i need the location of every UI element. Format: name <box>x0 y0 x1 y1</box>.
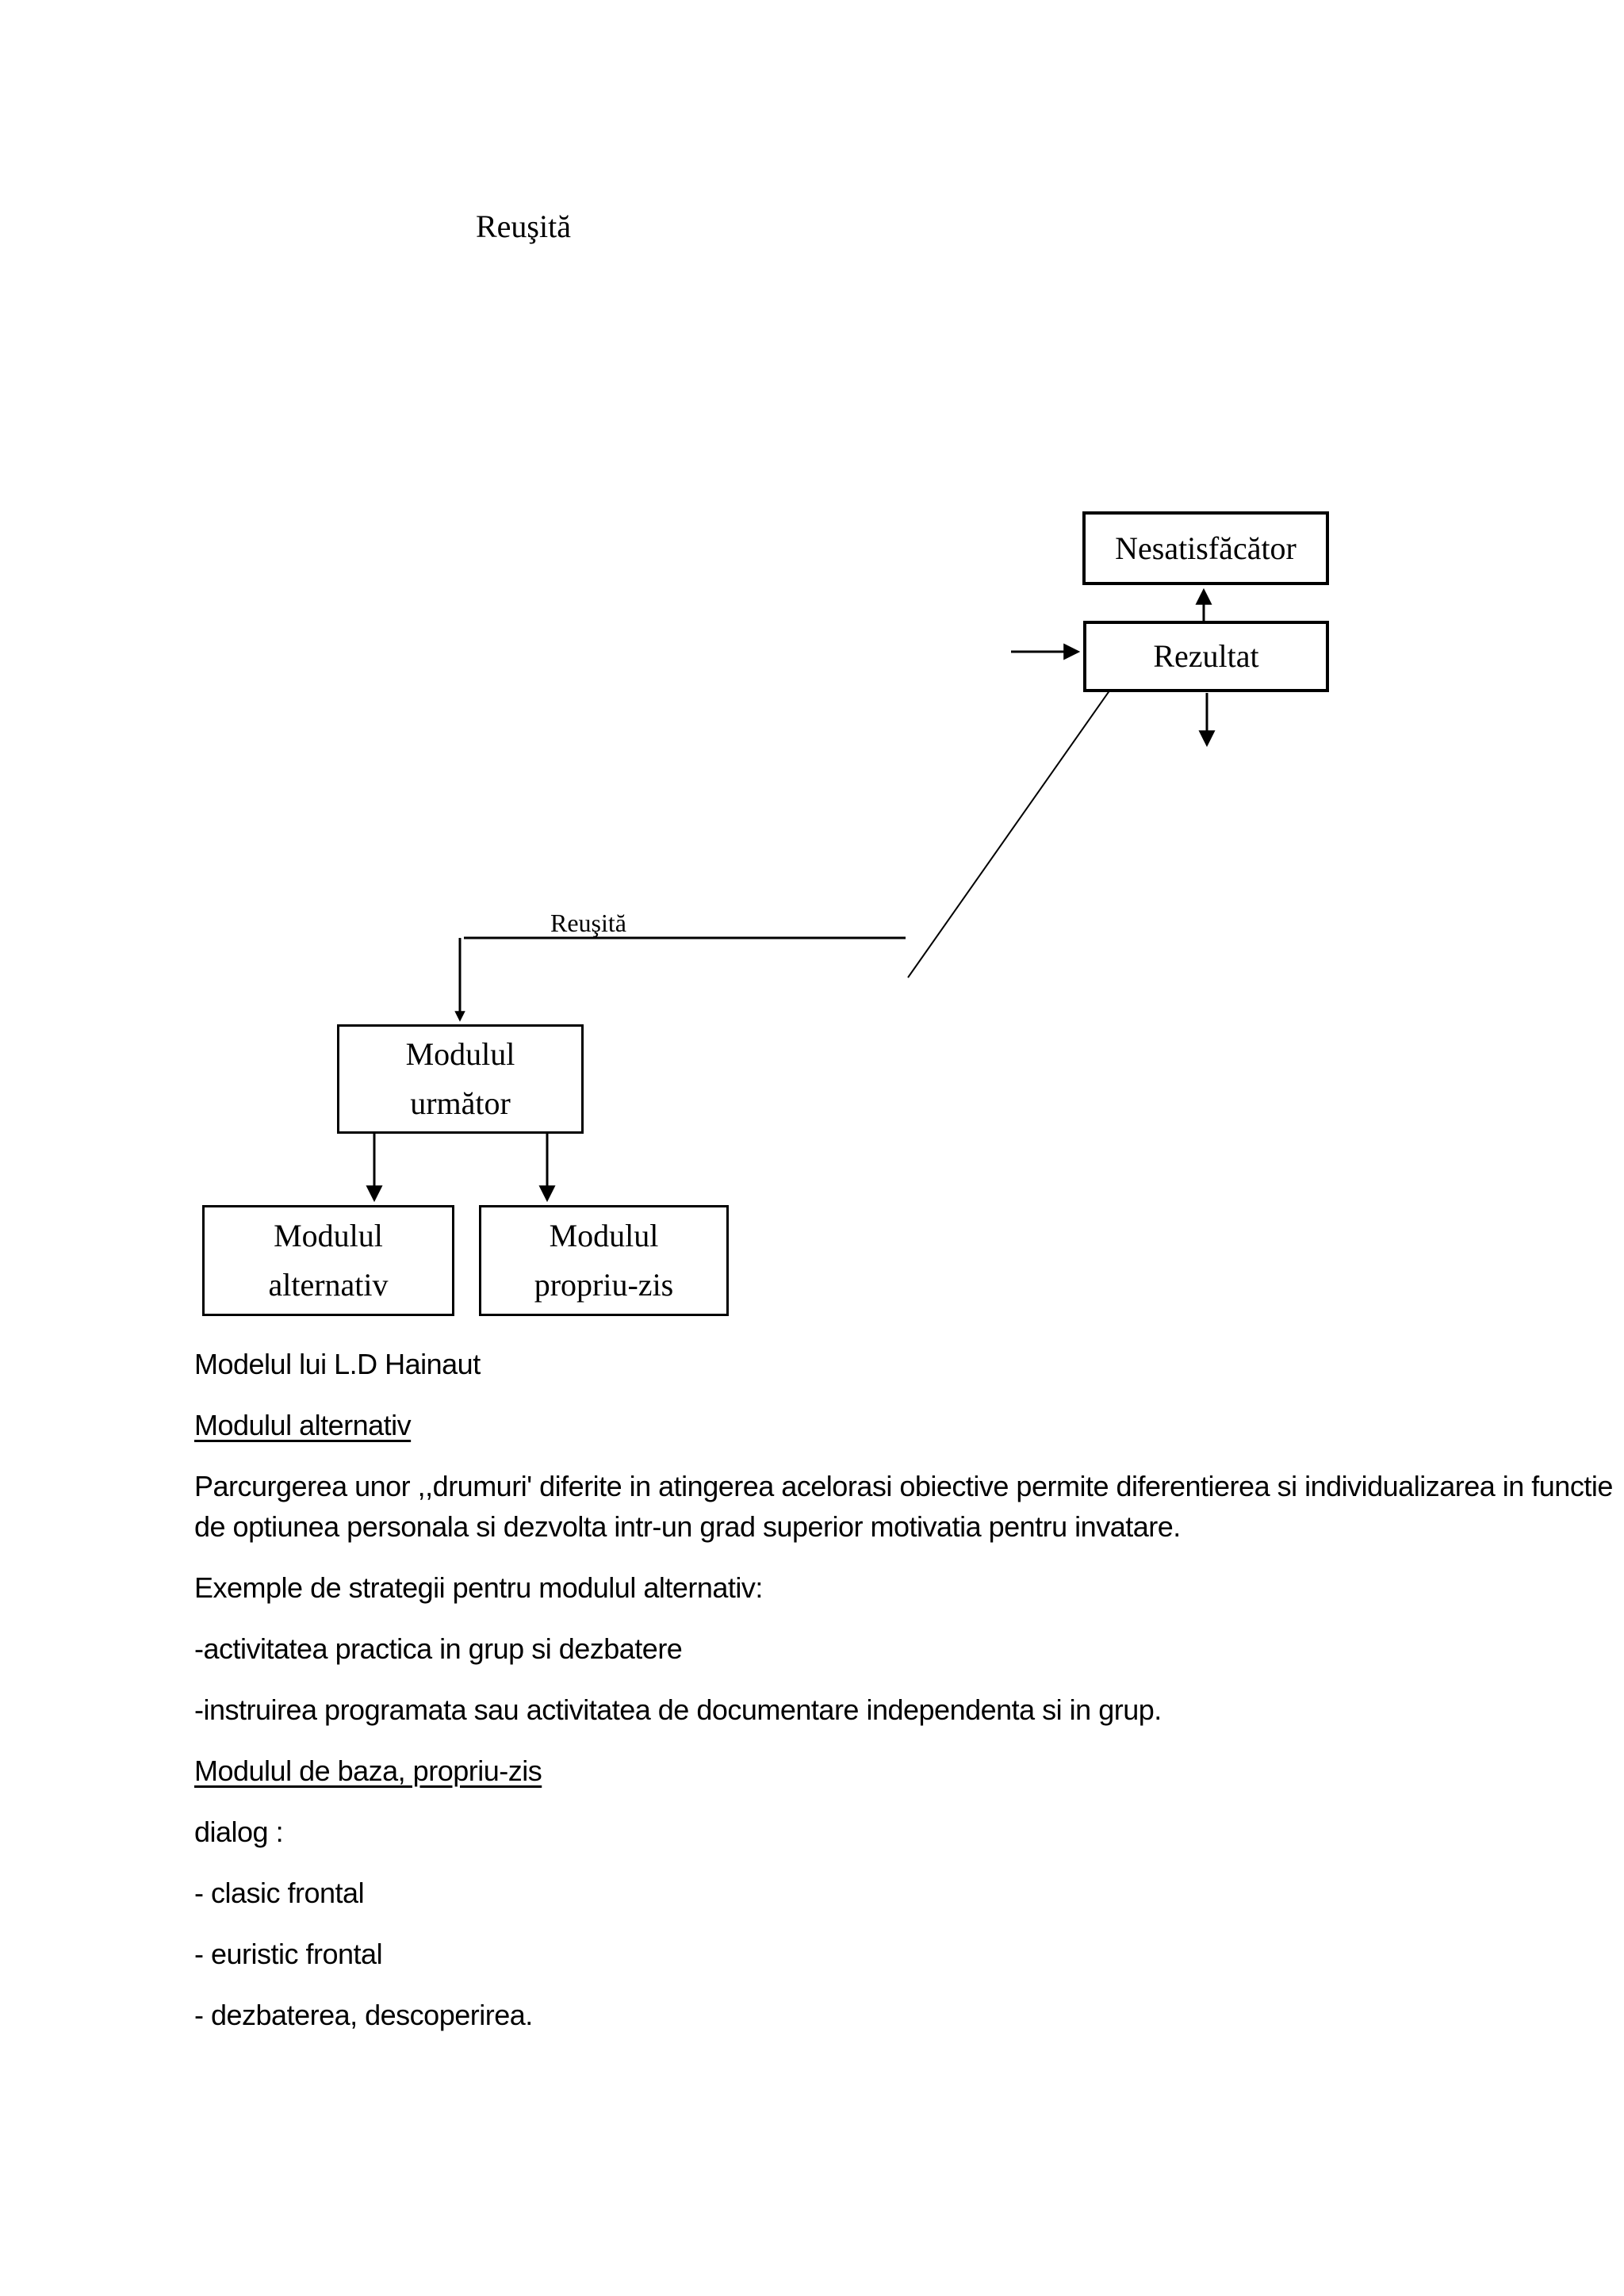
paragraph-clasic-frontal: - clasic frontal <box>194 1877 365 1909</box>
reusita-top-label: Reuşită <box>476 209 571 244</box>
heading-modulul-de-baza: Modulul de baza, propriu-zis <box>194 1755 542 1787</box>
paragraph-exemple: Exemple de strategii pentru modulul alte… <box>194 1571 763 1604</box>
paragraph-model-title: Modelul lui L.D Hainaut <box>194 1348 481 1380</box>
box-nesatisfacator-label: Nesatisfăcător <box>1115 530 1297 566</box>
box-modulul-propriu-zis: Modulul propriu-zis <box>479 1205 729 1316</box>
paragraph-dezbaterea: - dezbaterea, descoperirea. <box>194 1999 533 2031</box>
box-rezultat: Rezultat <box>1083 621 1329 692</box>
box-modulul-propriu-zis-line2: propriu-zis <box>534 1267 674 1303</box>
paragraph-activitatea: -activitatea practica in grup si dezbate… <box>194 1632 683 1665</box>
paragraph-instruirea: -instruirea programata sau activitatea d… <box>194 1693 1162 1726</box>
reusita-mid-label: Reuşită <box>550 909 626 937</box>
paragraph-dialog: dialog : <box>194 1816 284 1848</box>
box-modulul-alternativ-line1: Modulul <box>274 1218 383 1253</box>
box-rezultat-label: Rezultat <box>1153 638 1259 674</box>
diagonal-line-rezultat-to-reusita <box>907 681 1116 978</box>
box-modulul-alternativ: Modulul alternativ <box>202 1205 454 1316</box>
box-modulul-urmator-line2: următor <box>410 1085 511 1121</box>
box-nesatisfacator: Nesatisfăcător <box>1082 511 1329 585</box>
box-modulul-alternativ-line2: alternativ <box>268 1267 389 1303</box>
box-modulul-propriu-zis-line1: Modulul <box>549 1218 659 1253</box>
heading-modulul-alternativ: Modulul alternativ <box>194 1409 412 1441</box>
box-modulul-urmator-line1: Modulul <box>405 1036 515 1072</box>
paragraph-parcurgerea: Parcurgerea unor ,,drumuri' diferite in … <box>194 1470 1613 1543</box>
box-modulul-urmator: Modulul următor <box>337 1024 584 1134</box>
body-text: Modelul lui L.D Hainaut Modulul alternat… <box>194 1344 1624 2056</box>
paragraph-euristic-frontal: - euristic frontal <box>194 1938 383 1970</box>
